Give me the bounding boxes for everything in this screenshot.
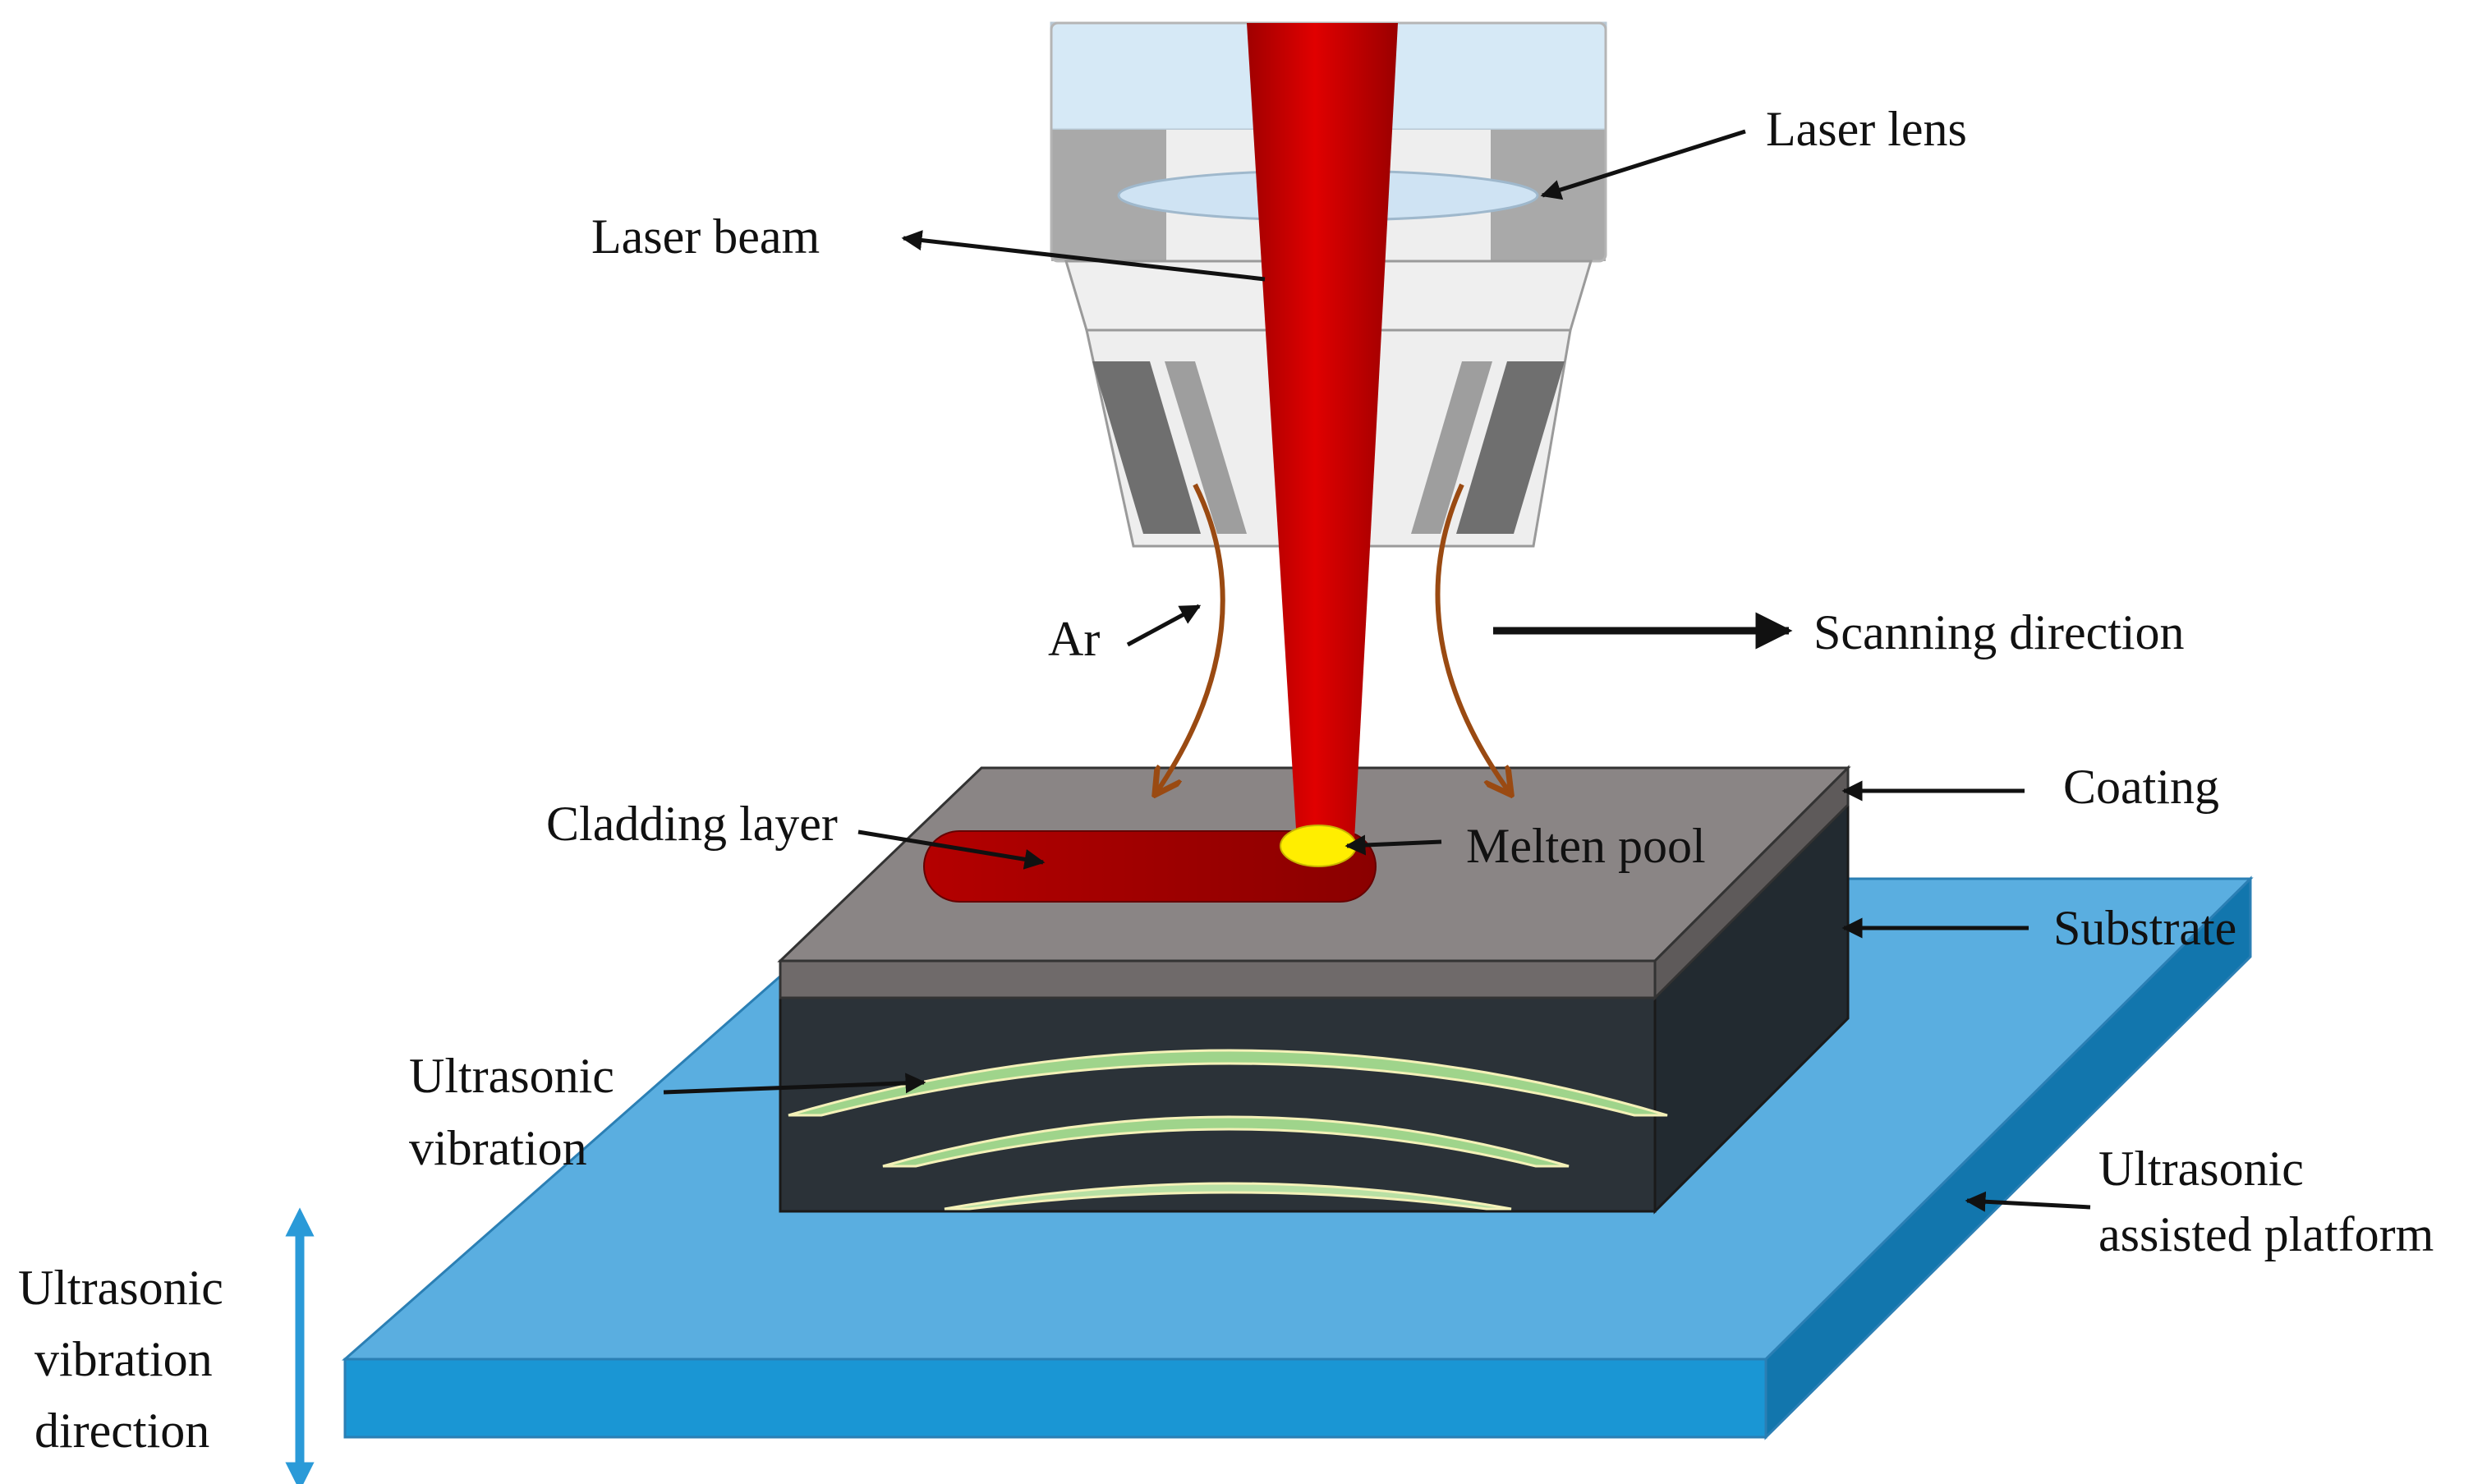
label-substrate: Substrate <box>2053 901 2236 955</box>
nozzle-cone-left-outer <box>1092 361 1201 534</box>
arrow-laser-lens <box>1540 129 1746 200</box>
label-ar: Ar <box>1048 612 1100 666</box>
nozzle-cone-left-inner <box>1165 361 1247 534</box>
vibration-wave-3 <box>944 1182 1512 1211</box>
label-platform-line-2: assisted platform <box>2098 1207 2434 1261</box>
label-platform-line-1: Ultrasonic <box>2098 1142 2304 1196</box>
vibration-wave-1 <box>788 1049 1668 1117</box>
nozzle-cone-right-outer <box>1456 361 1565 534</box>
nozzle-cone-right-inner <box>1411 361 1492 534</box>
leader-arrows <box>663 129 2091 1212</box>
ar-flow-right <box>1435 483 1510 793</box>
label-cladding-layer: Cladding layer <box>546 797 838 851</box>
label-laser-lens: Laser lens <box>1766 102 1967 156</box>
substrate-front-face <box>779 996 1657 1213</box>
arrow-ar <box>1126 604 1202 647</box>
cladding-layer-track <box>923 830 1377 903</box>
melt-pool <box>1280 825 1357 867</box>
coating-side-face <box>1653 765 1850 1001</box>
laser-beam <box>1247 23 1398 856</box>
vibration-wave-2 <box>882 1115 1570 1168</box>
arrow-melten-pool <box>1345 834 1442 856</box>
label-ultrasonic-vibration-line-2: vibration <box>409 1121 587 1175</box>
label-vibration-direction-line-1: Ultrasonic <box>18 1261 223 1315</box>
coating-front-face <box>779 959 1657 999</box>
platform-front-face <box>343 1358 1767 1439</box>
ar-flow-left <box>1156 483 1225 793</box>
label-coating: Coating <box>2063 760 2219 814</box>
label-melten-pool: Melten pool <box>1466 819 1706 873</box>
platform-side-face <box>1764 875 2252 1440</box>
label-scanning-direction: Scanning direction <box>1813 605 2185 659</box>
ultrasonic-waves <box>788 1049 1668 1211</box>
label-laser-beam: Laser beam <box>591 209 820 264</box>
label-vibration-direction-line-2: vibration <box>34 1332 213 1386</box>
label-ultrasonic-vibration-line-1: Ultrasonic <box>409 1049 614 1103</box>
arrow-ultrasonic-vibration <box>663 1073 926 1095</box>
label-vibration-direction-line-3: direction <box>34 1404 209 1458</box>
arrow-ultrasonic-platform <box>1965 1191 2091 1212</box>
arrow-cladding-layer <box>857 829 1046 870</box>
arrow-laser-beam <box>901 230 1266 282</box>
